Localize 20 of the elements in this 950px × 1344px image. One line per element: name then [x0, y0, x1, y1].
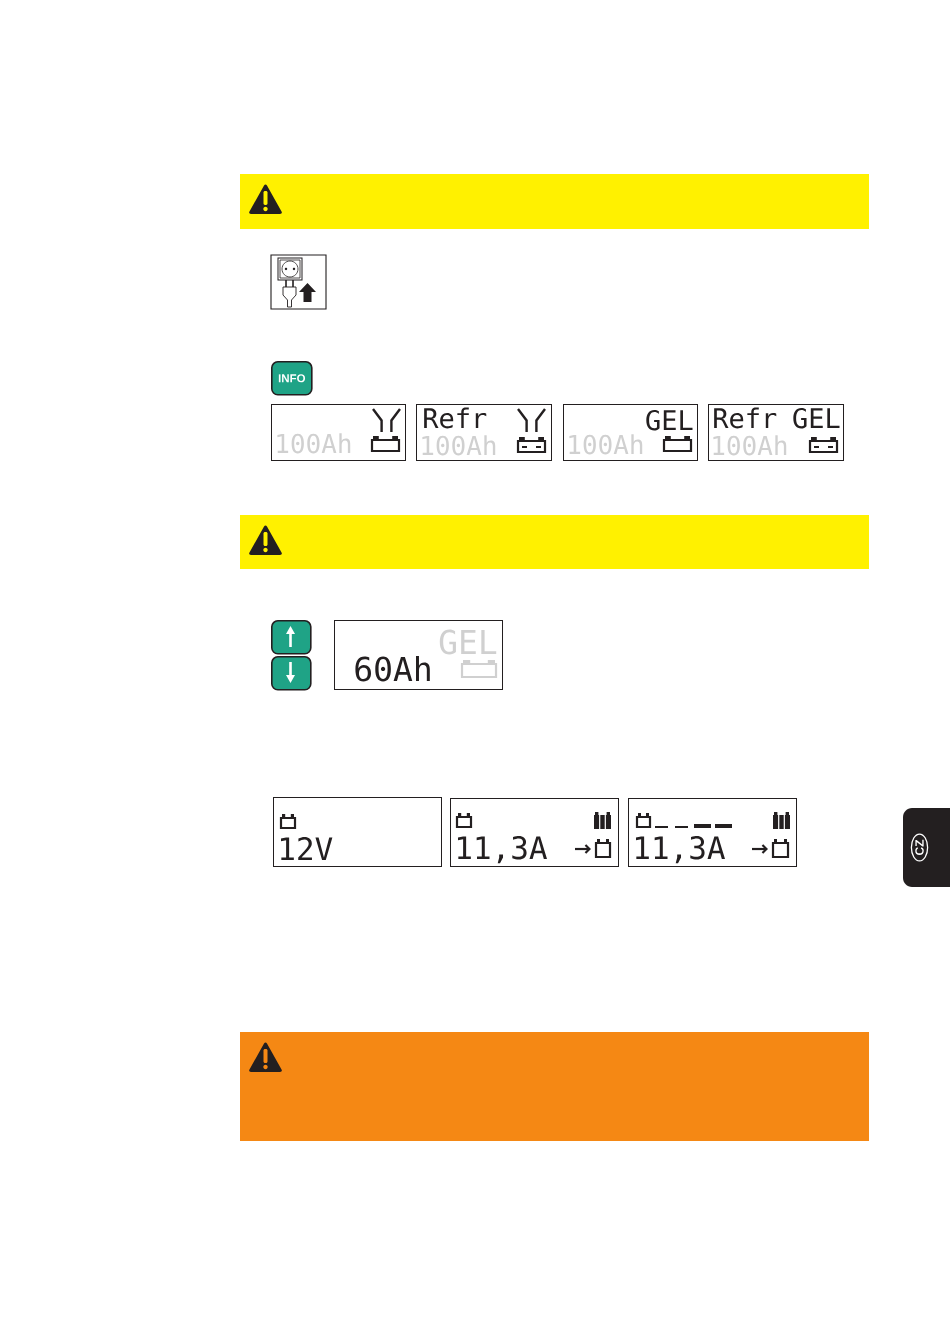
lcd-display	[450, 798, 619, 867]
lcd-display	[708, 404, 844, 461]
display-text: 11,3A	[636, 836, 725, 864]
arrow-button	[271, 620, 312, 655]
info-button: INFO	[271, 361, 313, 396]
display-text: GEL	[793, 407, 840, 429]
display-text: GEL	[646, 409, 693, 431]
display-text: 11,3A	[458, 836, 547, 864]
lcd-display	[628, 798, 797, 867]
lcd-display	[273, 797, 442, 867]
language-tab: CZ	[903, 808, 950, 887]
arrow-button	[271, 656, 312, 691]
display-text: Refr	[714, 407, 777, 429]
lcd-display	[271, 404, 406, 461]
display-text: 60Ah	[355, 655, 430, 682]
lcd-display	[416, 404, 552, 461]
lcd-display	[563, 404, 698, 461]
display-text: Refr	[424, 407, 487, 429]
lcd-display	[334, 620, 503, 690]
display-text: 12V	[281, 837, 333, 860]
